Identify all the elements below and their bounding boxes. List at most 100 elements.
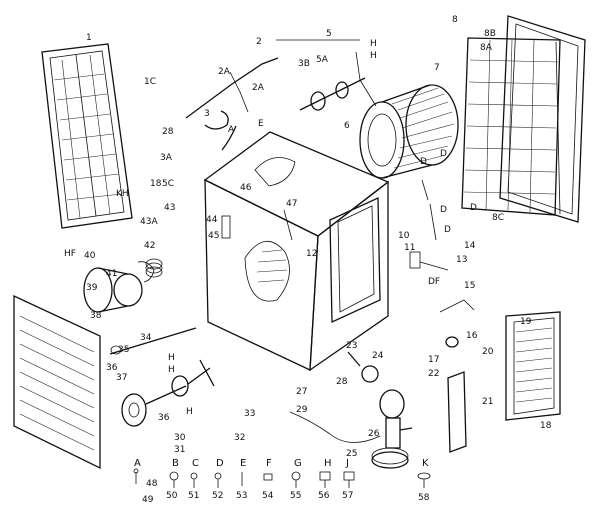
blower-shaft <box>276 39 377 111</box>
callout-8b: 8B <box>484 29 496 39</box>
callout-20: 20 <box>482 347 494 357</box>
callout-18: 18 <box>540 421 552 431</box>
callout-15: 15 <box>464 281 475 291</box>
callout-d1: D <box>420 157 427 167</box>
legend-num-54: 54 <box>262 491 274 501</box>
callout-df: DF <box>428 277 440 287</box>
callout-35: 35 <box>118 345 129 355</box>
legend-num-50: 50 <box>166 491 178 501</box>
hardware-legend: A B C D E F G H J K 48 49 50 51 52 53 54… <box>133 458 431 505</box>
callout-46: 46 <box>240 183 252 193</box>
legend-letter-e: E <box>240 458 246 469</box>
part-callouts: 1 1C 2 2A 2A 3 3A 3B 5 5A 6 7 8 8A 8B 8C… <box>64 15 552 459</box>
pulley-assembly <box>109 327 215 427</box>
legend-num-58: 58 <box>418 493 430 503</box>
callout-5a: 5A <box>316 55 329 65</box>
callout-39: 39 <box>86 283 98 293</box>
callout-44: 44 <box>206 215 218 225</box>
callout-a: A <box>228 125 235 135</box>
callout-d5: D <box>470 203 477 213</box>
legend-letter-j: J <box>345 458 349 469</box>
callout-29: 29 <box>296 405 308 415</box>
callout-24: 24 <box>372 351 384 361</box>
callout-38: 38 <box>90 311 102 321</box>
callout-e: E <box>258 119 264 129</box>
callout-d2: D <box>440 149 447 159</box>
callout-13: 13 <box>456 255 467 265</box>
callout-32: 32 <box>234 433 245 443</box>
callout-7: 7 <box>434 63 440 73</box>
callout-10: 10 <box>398 231 410 241</box>
legend-letter-a: A <box>134 458 141 469</box>
callout-21: 21 <box>482 397 493 407</box>
callout-42: 42 <box>144 241 155 251</box>
callout-23: 23 <box>346 341 357 351</box>
callout-45: 45 <box>208 231 219 241</box>
legend-num-52: 52 <box>212 491 223 501</box>
callout-31: 31 <box>174 445 185 455</box>
right-side-panel <box>461 15 586 223</box>
drain-strip <box>447 371 467 453</box>
callout-1c: 1C <box>144 77 156 87</box>
callout-h4: H <box>168 365 175 375</box>
legend-letter-d: D <box>216 458 224 469</box>
motor-assembly <box>83 258 163 313</box>
top-panel-rod <box>185 57 279 151</box>
callout-2a-b: 2A <box>218 67 231 77</box>
main-cabinet <box>203 131 390 372</box>
callout-19: 19 <box>520 317 532 327</box>
callout-hf: HF <box>64 249 76 259</box>
callout-h1: H <box>370 39 377 49</box>
legend-letter-k: K <box>422 458 429 469</box>
legend-num-53: 53 <box>236 491 247 501</box>
callout-8a: 8A <box>480 43 493 53</box>
callout-d4: D <box>444 225 451 235</box>
callout-22: 22 <box>428 369 439 379</box>
callout-3a: 3A <box>160 153 173 163</box>
legend-letter-g: G <box>294 458 302 469</box>
callout-h3: H <box>168 353 175 363</box>
callout-37: 37 <box>116 373 127 383</box>
callout-27: 27 <box>296 387 307 397</box>
louver-panel <box>505 311 561 421</box>
left-side-panel <box>41 43 133 229</box>
legend-num-51: 51 <box>188 491 199 501</box>
legend-num-48: 48 <box>146 479 158 489</box>
callout-28: 28 <box>162 127 174 137</box>
callout-43a: 43A <box>140 217 158 227</box>
callout-16: 16 <box>466 331 478 341</box>
callout-3: 3 <box>204 109 210 119</box>
callout-36a: 36 <box>106 363 118 373</box>
callout-h5: H <box>186 407 193 417</box>
legend-letter-h: H <box>324 458 332 469</box>
legend-letter-f: F <box>266 458 272 469</box>
callout-25: 25 <box>346 449 357 459</box>
legend-letter-c: C <box>192 458 199 469</box>
callout-8c: 8C <box>492 213 504 223</box>
callout-36b: 36 <box>158 413 170 423</box>
callout-14: 14 <box>464 241 476 251</box>
callout-18b: 18 <box>150 179 162 189</box>
callout-30: 30 <box>174 433 186 443</box>
legend-num-55: 55 <box>290 491 301 501</box>
callout-43: 43 <box>164 203 175 213</box>
callout-5: 5 <box>326 29 332 39</box>
callout-33: 33 <box>244 409 255 419</box>
callout-d3: D <box>440 205 447 215</box>
front-grille <box>13 294 101 470</box>
callout-2a: 2A <box>252 83 265 93</box>
callout-h2: H <box>370 51 377 61</box>
legend-num-56: 56 <box>318 491 330 501</box>
callout-11: 11 <box>404 243 415 253</box>
callout-12: 12 <box>306 249 317 259</box>
callout-2: 2 <box>256 37 262 47</box>
water-pump <box>289 389 413 469</box>
callout-kh: KH <box>116 189 129 199</box>
callout-40: 40 <box>84 251 96 261</box>
callout-8: 8 <box>452 15 458 25</box>
hardware-icons <box>133 468 431 488</box>
float-valve <box>347 179 475 383</box>
callout-26: 26 <box>368 429 380 439</box>
callout-6: 6 <box>344 121 350 131</box>
